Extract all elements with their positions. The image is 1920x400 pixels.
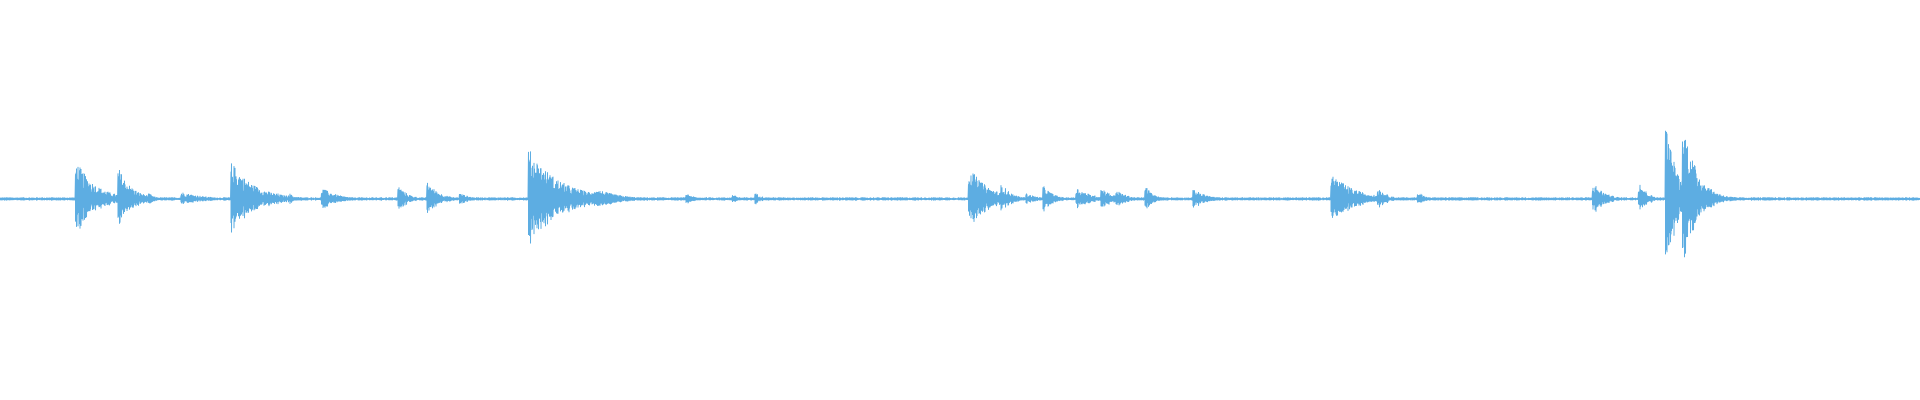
waveform-trace [0, 130, 1920, 258]
